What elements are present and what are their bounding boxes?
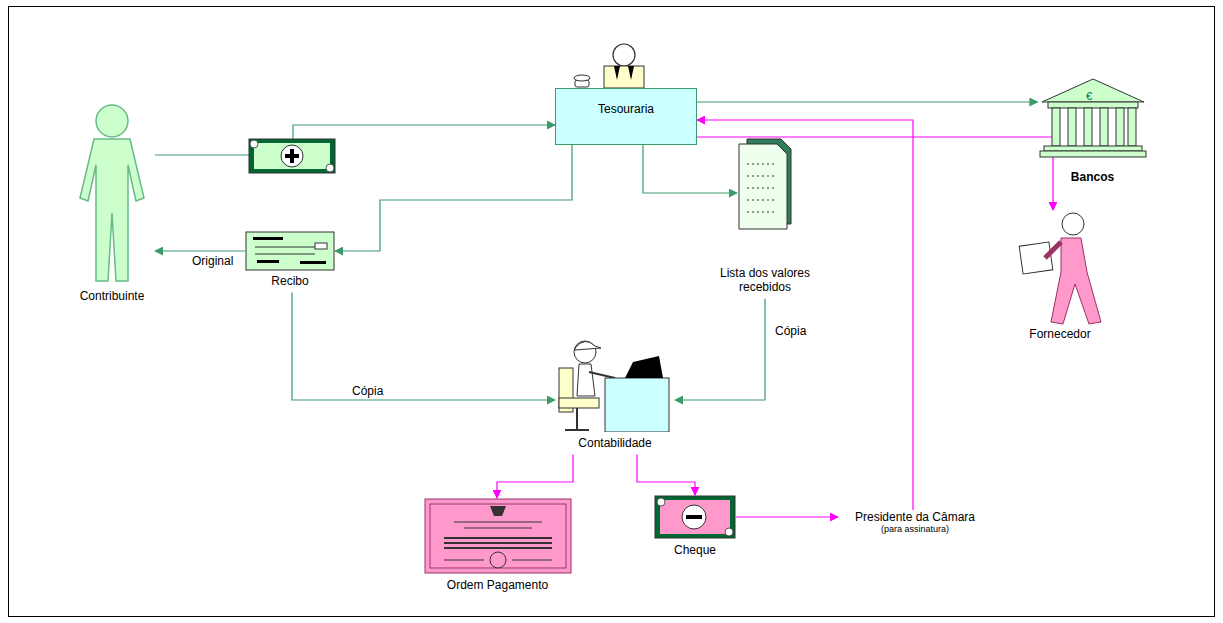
node-label: Tesouraria	[556, 102, 696, 116]
bank-icon: Bancos	[1035, 78, 1150, 184]
flow-arrow	[155, 250, 245, 251]
edge-label: Cópia	[773, 324, 808, 338]
currency-sign: €	[1086, 91, 1092, 102]
fornec-icon	[1015, 210, 1105, 325]
flow-arrow	[643, 145, 737, 193]
recibo-icon	[245, 231, 335, 271]
banco-icon	[1038, 78, 1148, 158]
node-label: Contribuinte	[62, 289, 162, 303]
node-label: Bancos	[1035, 170, 1150, 184]
node-label: Contabilidade	[545, 436, 685, 450]
flow-arrow	[736, 516, 838, 517]
node-label: Ordem Pagamento	[420, 578, 575, 592]
person-icon	[72, 103, 152, 283]
lista-icon	[737, 138, 793, 230]
flow-arrow	[497, 454, 573, 498]
flow-arrow	[155, 125, 555, 155]
receipt-icon: Recibo	[240, 231, 340, 288]
cheque-icon: Cheque	[650, 495, 740, 557]
flow-arrow	[697, 120, 913, 510]
flow-arrow	[637, 454, 695, 495]
treasurer-figure	[574, 44, 644, 88]
edge-label: Cópia	[350, 384, 385, 398]
flow-arrow	[675, 299, 765, 400]
contab-icon	[555, 338, 675, 432]
ordem-icon	[424, 498, 572, 574]
taxpayer-figure: Contribuinte	[62, 103, 162, 303]
treasury-box: Tesouraria	[555, 88, 697, 145]
node-label: Cheque	[650, 543, 740, 557]
flow-arrow	[292, 292, 555, 400]
node-label: Fornecedor	[1010, 327, 1110, 341]
node-label: Lista dos valores recebidos	[705, 266, 825, 295]
list-document: Lista dos valores recebidos	[705, 138, 825, 295]
money-bill-icon	[248, 138, 338, 176]
node-label: Presidente da Câmara	[840, 510, 990, 524]
signature-note: Presidente da Câmara(para assinatura)	[840, 510, 990, 535]
accounting-figure: Contabilidade	[545, 338, 685, 450]
supplier-figure: Fornecedor	[1010, 210, 1110, 341]
cheque-icon	[654, 495, 736, 539]
edge-label: Original	[190, 254, 235, 268]
flow-arrow	[335, 145, 572, 251]
flow-arrow	[697, 101, 1038, 102]
node-label: (para assinatura)	[840, 524, 990, 535]
outer-frame	[9, 7, 1215, 617]
node-label: Recibo	[240, 274, 340, 288]
payment-order-icon: Ordem Pagamento	[420, 498, 575, 592]
